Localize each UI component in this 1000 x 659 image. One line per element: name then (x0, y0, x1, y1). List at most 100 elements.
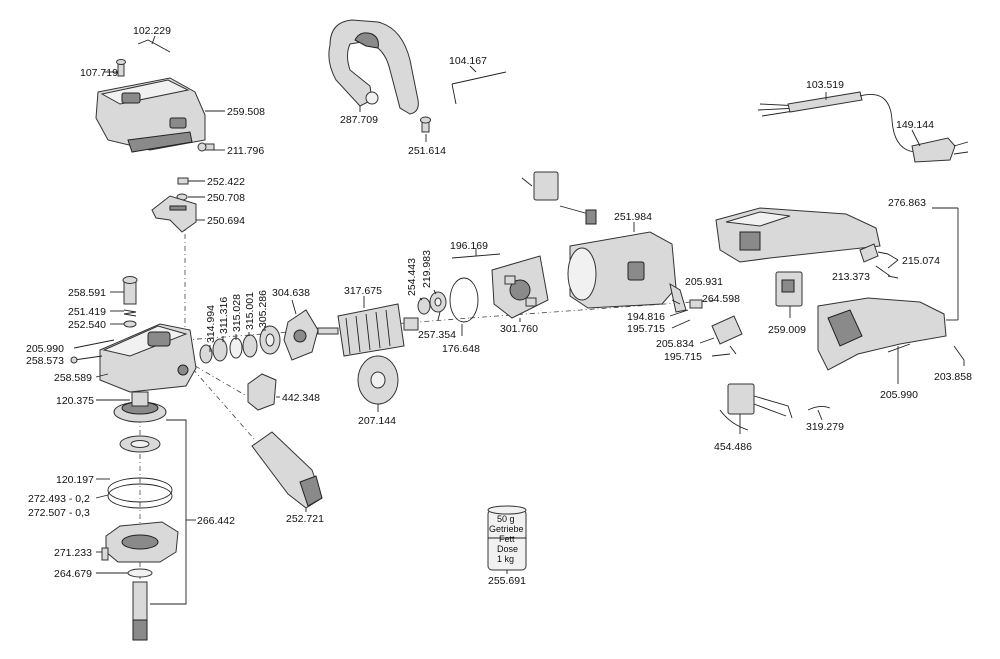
label-107719: 107.719 (80, 67, 118, 79)
ring-252540 (123, 320, 137, 328)
label-149144: 149.144 (896, 119, 934, 131)
bow-handle-287709 (328, 19, 419, 115)
label-258573: 258.573 (26, 355, 64, 367)
label-251984: 251.984 (614, 211, 652, 223)
label-120375: 120.375 (56, 395, 94, 407)
switch-259009 (775, 271, 803, 307)
label-252721: 252.721 (286, 513, 324, 525)
bearing-stack (199, 325, 281, 364)
label-304638: 304.638 (272, 287, 310, 299)
hex-key-104167 (451, 71, 507, 105)
grease-line-dose: Dose (497, 544, 518, 554)
gear-housing-258589 (99, 323, 197, 393)
handle-shell (817, 297, 947, 371)
power-cord-103519 (757, 91, 916, 153)
label-205931: 205.931 (685, 276, 723, 288)
screw-251614 (420, 116, 431, 133)
label-442348: 442.348 (282, 392, 320, 404)
spindle-266442 (132, 581, 148, 641)
label-215074: 215.074 (902, 255, 940, 267)
label-196169: 196.169 (450, 240, 488, 252)
label-211796: 211.796 (227, 145, 264, 157)
label-315028: 315.028 (231, 294, 243, 332)
armature-317675 (317, 303, 419, 357)
screw-107719 (116, 59, 126, 77)
label-276863: 276.863 (888, 197, 926, 209)
field-coil-301760 (491, 255, 549, 319)
label-176648: 176.648 (442, 343, 480, 355)
label-250708: 250.708 (207, 192, 245, 204)
bearing-254443 (417, 297, 431, 315)
brush-holder-assembly (521, 171, 597, 225)
label-314994: 314.994 (205, 305, 217, 343)
plug-149144 (911, 137, 969, 163)
bearing-120197 (119, 435, 161, 453)
screw-195715b (729, 345, 737, 355)
rear-handle-276863 (715, 207, 881, 263)
screw-252422 (177, 177, 189, 185)
label-251614: 251.614 (408, 145, 446, 157)
label-271233: 271.233 (54, 547, 92, 559)
part-labels: 102.229 107.719 259.508 211.796 287.709 … (26, 25, 972, 587)
label-195715b: 195.715 (664, 351, 702, 363)
label-259508: 259.508 (227, 106, 265, 118)
bearing-219983 (429, 291, 447, 313)
grease-line-kg: 1 kg (497, 554, 514, 564)
screw-258573 (70, 355, 103, 364)
screw-213373 (875, 265, 891, 277)
grease-line-getriebe: Getriebe (489, 524, 524, 534)
label-257354: 257.354 (418, 329, 456, 341)
label-287709: 287.709 (340, 114, 378, 126)
label-301760: 301.760 (500, 323, 538, 335)
label-251419: 251.419 (68, 306, 106, 318)
label-317675: 317.675 (344, 285, 382, 297)
motor-housing-251984 (567, 231, 677, 309)
hex-key-102229 (137, 39, 171, 53)
label-266442: 266.442 (197, 515, 235, 527)
label-205990-right: 205.990 (880, 389, 918, 401)
label-102229: 102.229 (133, 25, 171, 37)
clamp-442348 (247, 373, 277, 411)
label-104167: 104.167 (449, 55, 487, 67)
grease-line-fett: Fett (499, 534, 515, 544)
label-315001: 315.001 (244, 292, 256, 330)
washer-176648 (449, 277, 479, 323)
label-195715a: 195.715 (627, 323, 665, 335)
label-311316: 311.316 (218, 297, 230, 334)
shims-272493-272507 (107, 477, 173, 509)
screw-211796 (197, 142, 215, 152)
label-305286: 305.286 (257, 290, 269, 328)
label-194816: 194.816 (627, 311, 665, 323)
gear-cover-259508 (95, 77, 206, 153)
label-319279: 319.279 (806, 421, 844, 433)
label-213373: 213.373 (832, 271, 870, 283)
side-handle-252721 (251, 431, 323, 509)
label-264679: 264.679 (54, 568, 92, 580)
label-258591: 258.591 (68, 287, 106, 299)
grease-weight: 50 g (497, 514, 515, 524)
label-219983: 219.983 (421, 250, 433, 288)
leader-lines (95, 35, 965, 574)
label-272507: 272.507 - 0,3 (28, 507, 90, 519)
label-205990-left: 205.990 (26, 343, 64, 355)
label-255691: 255.691 (488, 575, 526, 587)
label-120197: 120.197 (56, 474, 94, 486)
fan-304638 (283, 309, 319, 361)
bevel-gear-120375 (113, 391, 167, 423)
spring-251419 (123, 309, 137, 317)
gear-207144 (357, 355, 399, 405)
ring-264679 (127, 568, 153, 578)
label-207144: 207.144 (358, 415, 396, 427)
screw-205990-left (73, 339, 115, 349)
label-252540: 252.540 (68, 319, 106, 331)
label-259009: 259.009 (768, 324, 806, 336)
label-454486: 454.486 (714, 441, 752, 453)
label-203858: 203.858 (934, 371, 972, 383)
label-252422: 252.422 (207, 176, 245, 188)
label-205834: 205.834 (656, 338, 694, 350)
brush-parts-205931 (669, 282, 703, 313)
bolt-258591 (122, 276, 138, 305)
label-250694: 250.694 (207, 215, 245, 227)
label-254443: 254.443 (406, 258, 418, 296)
